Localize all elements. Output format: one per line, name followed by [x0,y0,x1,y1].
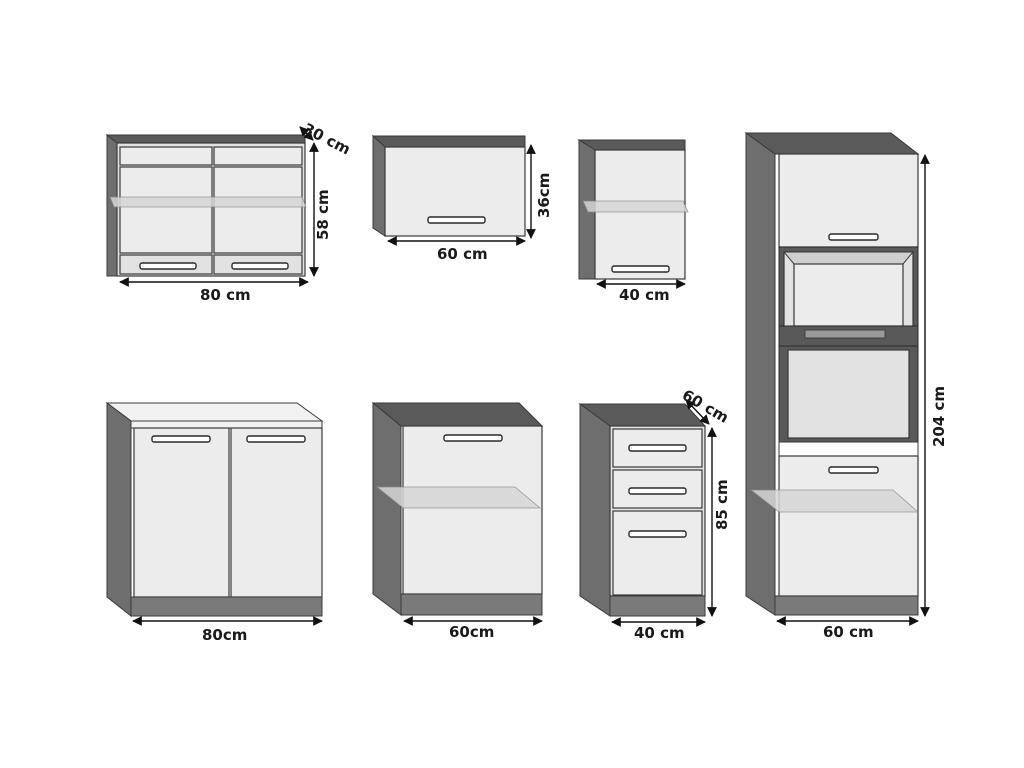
door-handle [828,233,879,241]
door-handle [246,435,306,443]
width-label: 40 cm [634,624,685,642]
drawer-handle [628,487,687,495]
door-handle [231,262,289,270]
base-cabinet-80: 80cm [105,402,324,644]
width-label: 60 cm [823,623,874,641]
drawer-handle [628,530,687,538]
height-label: 85 cm [713,479,731,530]
width-label: 60 cm [437,245,488,263]
height-label: 204 cm [930,386,948,447]
base-cabinet-60: 60cm [371,401,544,641]
drawer-handle [628,444,687,452]
height-label: 58 cm [314,189,332,240]
width-label: 80cm [202,626,247,644]
door-handle [139,262,197,270]
door-handle [151,435,211,443]
door-handle [828,466,879,474]
door-handle [427,216,486,224]
width-label: 60cm [449,623,494,641]
door-handle [611,265,670,273]
drawer-cabinet-40: 40 cm 85 cm 60 cm [578,386,732,642]
depth-label: 30 cm [300,120,353,159]
depth-dimension-line [299,126,314,141]
width-label: 80 cm [200,286,251,304]
wall-cabinet-40: 40 cm [577,139,689,304]
door-handle [443,434,503,442]
tall-cabinet-60: 60 cm 204 cm [744,132,948,641]
wall-cabinet-80: 80 cm 58 cm 30 cm [105,120,353,304]
wall-cabinet-60: 60 cm 36cm [371,134,553,263]
height-label: 36cm [535,173,553,218]
depth-dimension-line [685,399,710,425]
drawer-front [612,510,703,596]
width-label: 40 cm [619,286,670,304]
